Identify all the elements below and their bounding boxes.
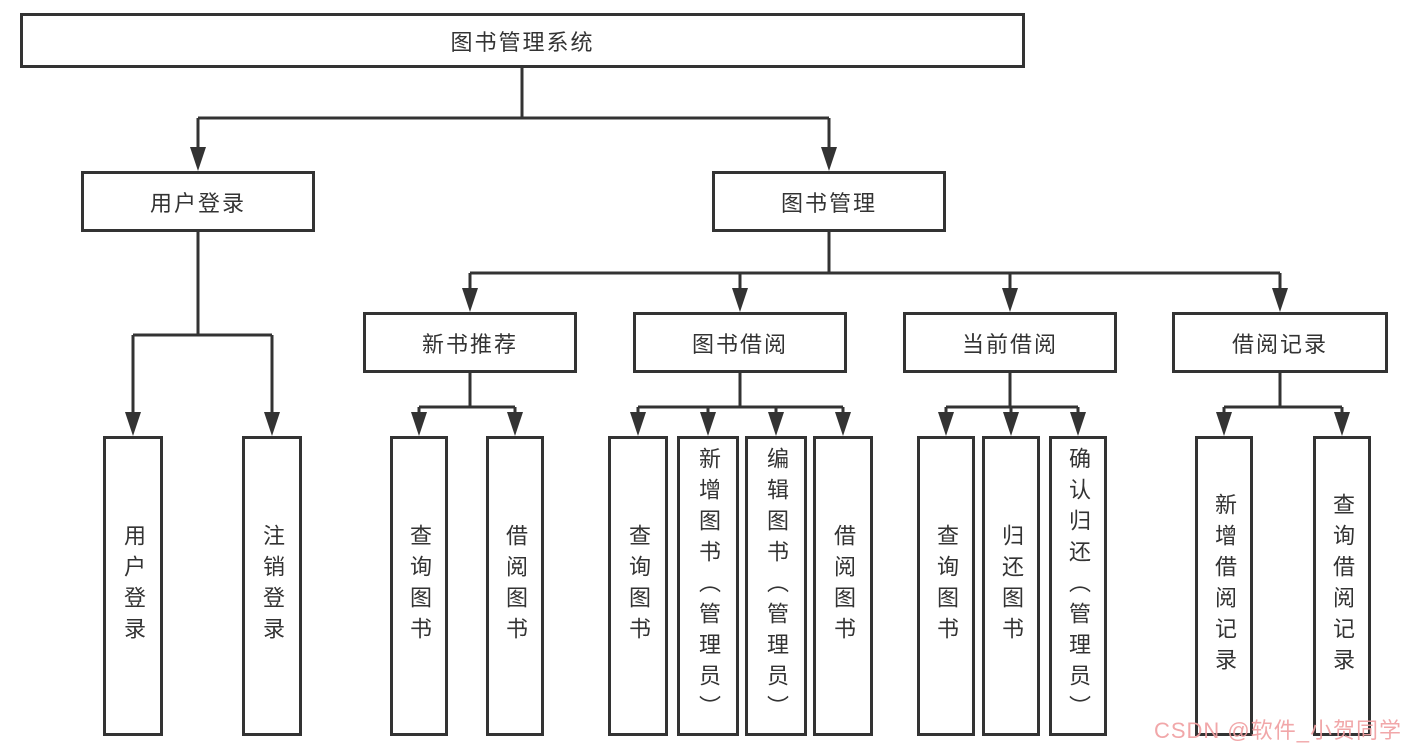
node-book-mgmt: 图书管理 — [712, 171, 946, 232]
node-user-login: 用户登录 — [81, 171, 315, 232]
leaf-logout-label: 注销登录 — [260, 524, 285, 648]
arrowhead-down-icon — [732, 288, 748, 312]
leaf-user-login: 用户登录 — [103, 436, 163, 736]
leaf-br-add-record: 新增借阅记录 — [1195, 436, 1253, 736]
arrowhead-down-icon — [1272, 288, 1288, 312]
node-current-borrow-label: 当前借阅 — [961, 331, 1058, 357]
leaf-bb-edit-book: 编辑图书（管理员） — [745, 436, 807, 736]
watermark: CSDN @软件_小贺同学 — [1153, 718, 1402, 743]
leaf-br-add-record-label: 新增借阅记录 — [1212, 493, 1237, 679]
leaf-br-query-record-label: 查询借阅记录 — [1330, 493, 1355, 679]
leaf-user-login-label: 用户登录 — [121, 524, 146, 648]
node-borrow-record-label: 借阅记录 — [1231, 331, 1328, 357]
node-user-login-label: 用户登录 — [149, 190, 246, 216]
node-book-borrow-label: 图书借阅 — [691, 331, 788, 357]
arrowhead-down-icon — [125, 412, 141, 436]
leaf-bb-query-book: 查询图书 — [608, 436, 668, 736]
leaf-cb-confirm-return-label: 确认归还（管理员） — [1066, 446, 1091, 726]
leaf-nbr-query-book: 查询图书 — [390, 436, 448, 736]
arrowhead-down-icon — [821, 147, 837, 171]
leaf-cb-return-book-label: 归还图书 — [999, 524, 1024, 648]
node-borrow-record: 借阅记录 — [1172, 312, 1388, 373]
arrowhead-down-icon — [507, 412, 523, 436]
leaf-bb-add-book: 新增图书（管理员） — [677, 436, 739, 736]
node-book-borrow: 图书借阅 — [633, 312, 847, 373]
connector-book-mgmt-children — [462, 232, 1288, 312]
connector-borrow-record-children — [1216, 373, 1350, 436]
connector-root-to-level2 — [190, 68, 837, 171]
connector-new-book-rec-children — [411, 373, 523, 436]
leaf-logout: 注销登录 — [242, 436, 302, 736]
node-root-label: 图书管理系统 — [450, 29, 595, 55]
arrowhead-down-icon — [1003, 412, 1019, 436]
leaf-nbr-query-book-label: 查询图书 — [407, 524, 432, 648]
arrowhead-down-icon — [630, 412, 646, 436]
arrowhead-down-icon — [1334, 412, 1350, 436]
leaf-bb-borrow-book-label: 借阅图书 — [831, 524, 856, 648]
arrowhead-down-icon — [411, 412, 427, 436]
leaf-cb-return-book: 归还图书 — [982, 436, 1040, 736]
leaf-cb-query-book: 查询图书 — [917, 436, 975, 736]
leaf-nbr-borrow-book-label: 借阅图书 — [503, 524, 528, 648]
arrowhead-down-icon — [768, 412, 784, 436]
node-book-mgmt-label: 图书管理 — [780, 190, 877, 216]
leaf-br-query-record: 查询借阅记录 — [1313, 436, 1371, 736]
connector-book-borrow-children — [630, 373, 851, 436]
leaf-cb-confirm-return: 确认归还（管理员） — [1049, 436, 1107, 736]
arrowhead-down-icon — [1002, 288, 1018, 312]
leaf-bb-edit-book-label: 编辑图书（管理员） — [764, 446, 789, 726]
leaf-bb-query-book-label: 查询图书 — [626, 524, 651, 648]
arrowhead-down-icon — [1070, 412, 1086, 436]
arrowhead-down-icon — [700, 412, 716, 436]
arrowhead-down-icon — [1216, 412, 1232, 436]
leaf-bb-add-book-label: 新增图书（管理员） — [696, 446, 721, 726]
arrowhead-down-icon — [938, 412, 954, 436]
leaf-nbr-borrow-book: 借阅图书 — [486, 436, 544, 736]
arrowhead-down-icon — [190, 147, 206, 171]
node-current-borrow: 当前借阅 — [903, 312, 1117, 373]
node-root: 图书管理系统 — [20, 13, 1025, 68]
arrowhead-down-icon — [462, 288, 478, 312]
node-new-book-rec: 新书推荐 — [363, 312, 577, 373]
leaf-cb-query-book-label: 查询图书 — [934, 524, 959, 648]
connector-current-borrow-children — [938, 373, 1086, 436]
node-new-book-rec-label: 新书推荐 — [421, 331, 518, 357]
connector-user-login-children — [125, 232, 280, 436]
arrowhead-down-icon — [835, 412, 851, 436]
leaf-bb-borrow-book: 借阅图书 — [813, 436, 873, 736]
arrowhead-down-icon — [264, 412, 280, 436]
